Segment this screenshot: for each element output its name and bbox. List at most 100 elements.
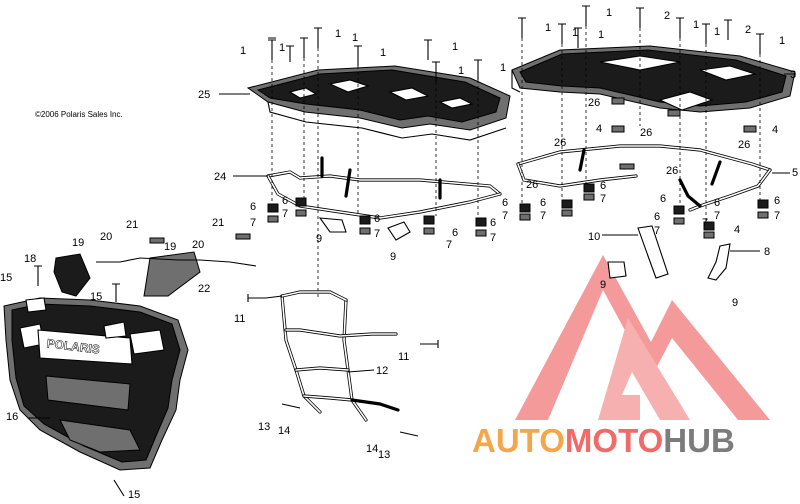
callout-20: 20 <box>100 231 112 243</box>
callout-7: 7 <box>654 225 660 237</box>
callout-6: 6 <box>660 193 666 205</box>
brackets <box>607 225 731 281</box>
callout-8: 8 <box>764 246 770 258</box>
callout-9: 9 <box>600 279 606 291</box>
callout-21: 21 <box>126 219 138 231</box>
grille-brand-text: POLARIS <box>46 336 101 356</box>
callout-1: 1 <box>335 28 341 40</box>
front-guard-tubes <box>265 290 400 422</box>
callout-6: 6 <box>774 195 780 207</box>
front-bumper <box>3 297 189 471</box>
callout-9: 9 <box>732 297 738 309</box>
callout-6: 6 <box>282 195 288 207</box>
light-housing <box>53 251 257 297</box>
callout-26: 26 <box>526 179 538 191</box>
callout-7: 7 <box>540 210 546 222</box>
callout-19: 19 <box>164 241 176 253</box>
callout-26: 26 <box>554 137 566 149</box>
callout-1: 1 <box>779 35 785 47</box>
callout-26: 26 <box>738 139 750 151</box>
callout-7: 7 <box>502 210 508 222</box>
callout-6: 6 <box>600 180 606 192</box>
callout-6: 6 <box>654 211 660 223</box>
callout-1: 1 <box>279 42 285 54</box>
leader-lines <box>28 73 796 419</box>
callout-6: 6 <box>490 217 496 229</box>
callout-7: 7 <box>446 239 452 251</box>
callout-11: 11 <box>398 351 409 363</box>
callout-24: 24 <box>214 171 226 183</box>
callout-6: 6 <box>502 197 508 209</box>
callout-9: 9 <box>390 251 396 263</box>
callout-5: 5 <box>792 167 798 179</box>
callout-1: 1 <box>693 19 699 31</box>
callout-15: 15 <box>90 291 102 303</box>
hardware-bolts <box>34 5 764 497</box>
callout-19: 19 <box>72 237 84 249</box>
callout-7: 7 <box>774 210 780 222</box>
callout-1: 1 <box>572 27 578 39</box>
watermark-word: AUTOMOTOHUB <box>472 422 735 459</box>
callout-26: 26 <box>588 97 600 109</box>
watermark-triangle-inner <box>598 318 690 420</box>
callout-15: 15 <box>128 489 140 501</box>
callout-14: 14 <box>278 425 290 437</box>
callout-9: 9 <box>316 233 322 245</box>
watermark-moto: MOTO <box>565 422 663 459</box>
hardware-nuts <box>149 97 769 244</box>
callout-6: 6 <box>540 197 546 209</box>
callout-1: 1 <box>714 26 720 38</box>
callout-6: 6 <box>714 197 720 209</box>
callout-4: 4 <box>772 124 778 136</box>
left-rack-panel <box>246 65 511 141</box>
callout-16: 16 <box>6 411 18 423</box>
callout-2: 2 <box>664 10 670 22</box>
callout-13: 13 <box>258 421 270 433</box>
callout-4: 4 <box>596 123 602 135</box>
callout-12: 12 <box>376 365 388 377</box>
callout-26: 26 <box>666 165 678 177</box>
callout-15: 15 <box>0 272 12 284</box>
callout-13: 13 <box>378 449 390 461</box>
callout-7: 7 <box>490 232 496 244</box>
callout-2: 2 <box>745 24 751 36</box>
callout-1: 1 <box>598 29 604 41</box>
callout-14: 14 <box>366 443 378 455</box>
callout-1: 1 <box>452 41 458 53</box>
callout-20: 20 <box>192 239 204 251</box>
callout-4: 4 <box>734 224 740 236</box>
right-rack-panel <box>511 45 796 113</box>
callout-7: 7 <box>714 210 720 222</box>
callout-6: 6 <box>250 201 256 213</box>
assembly-guide-lines <box>271 26 761 300</box>
callout-26: 26 <box>640 127 652 139</box>
callout-7: 7 <box>282 208 288 220</box>
watermark-triangle-outer <box>515 255 770 420</box>
callout-7: 7 <box>374 228 380 240</box>
copyright-text: ©2006 Polaris Sales Inc. <box>35 110 123 119</box>
callout-22: 22 <box>198 283 210 295</box>
callout-1: 1 <box>458 65 464 77</box>
callout-6: 6 <box>452 227 458 239</box>
callout-3: 3 <box>790 69 796 81</box>
callout-1: 1 <box>500 62 506 74</box>
callout-1: 1 <box>380 47 386 59</box>
watermark-wordmark: AUTOMOTOHUB <box>472 422 735 459</box>
right-tube-frame <box>516 144 772 212</box>
callout-10: 10 <box>588 231 600 243</box>
watermark-hub: HUB <box>663 422 735 459</box>
callout-1: 1 <box>352 32 358 44</box>
callout-1: 1 <box>606 7 612 19</box>
callout-7: 7 <box>702 217 708 229</box>
callout-1: 1 <box>545 22 551 34</box>
callout-25: 25 <box>198 89 210 101</box>
callout-7: 7 <box>600 193 606 205</box>
watermark-auto: AUTO <box>472 422 565 459</box>
callout-6: 6 <box>374 213 380 225</box>
watermark-logo <box>515 255 770 420</box>
callout-labels: 1 1 1 1 1 1 1 1 1 1 1 1 2 1 1 2 1 25 3 2… <box>0 7 798 501</box>
callout-11: 11 <box>234 313 245 325</box>
callout-7: 7 <box>250 217 256 229</box>
